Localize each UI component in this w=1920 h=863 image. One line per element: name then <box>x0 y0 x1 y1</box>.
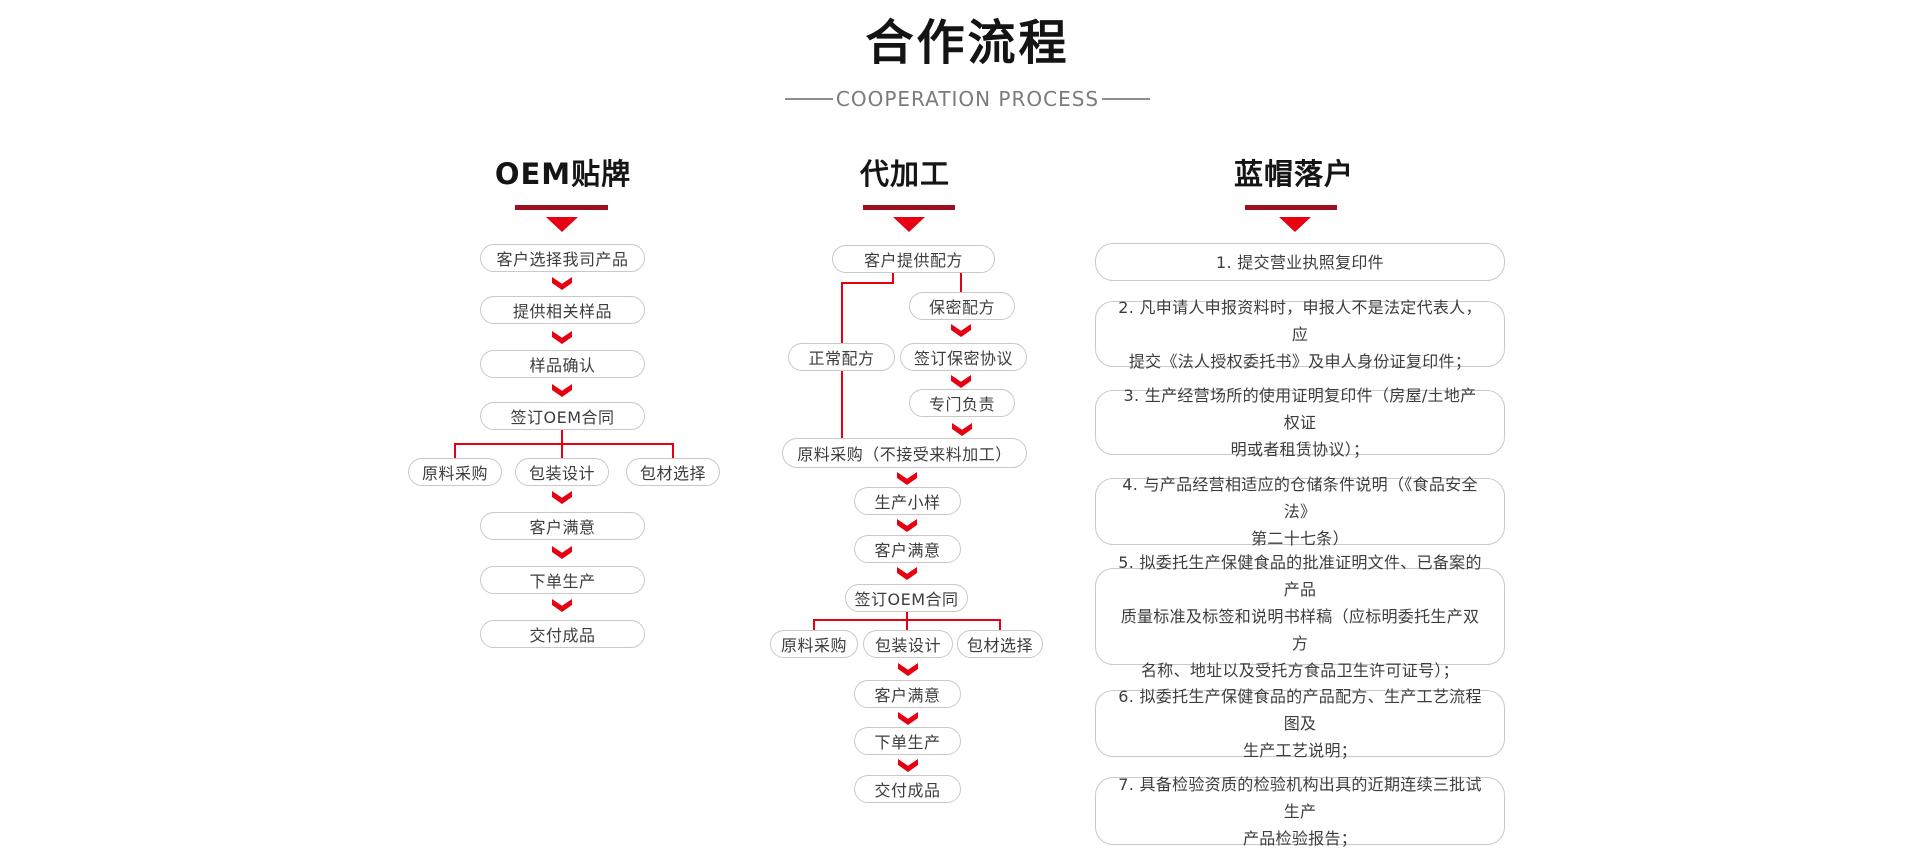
chevron-down-icon <box>552 384 572 397</box>
chevron-down-icon <box>951 375 971 388</box>
column-title-processing: 代加工 <box>859 157 950 191</box>
flow-node: 交付成品 <box>854 775 961 803</box>
connector-line <box>906 611 908 631</box>
chevron-down-icon <box>898 663 918 676</box>
flow-node: 样品确认 <box>480 350 645 378</box>
flow-node: 正常配方 <box>788 343 895 371</box>
chevron-down-icon <box>897 519 917 532</box>
flow-node: 包装设计 <box>863 630 953 658</box>
flow-node: 下单生产 <box>480 566 645 594</box>
flow-node: 专门负责 <box>909 389 1015 417</box>
requirement-item: 7. 具备检验资质的检验机构出具的近期连续三批试生产 产品检验报告； <box>1095 775 1505 848</box>
title-underline-bar <box>1245 205 1337 210</box>
flow-node: 客户满意 <box>854 535 961 563</box>
connector-line <box>454 443 674 445</box>
triangle-down-icon <box>546 217 578 232</box>
chevron-down-icon <box>898 759 918 772</box>
requirement-item: 2. 凡申请人申报资料时，申报人不是法定代表人，应 提交《法人授权委托书》及申人… <box>1095 298 1505 371</box>
flow-node: 生产小样 <box>854 487 961 515</box>
flow-node: 客户提供配方 <box>832 245 995 273</box>
chevron-down-icon <box>552 599 572 612</box>
flow-node: 客户选择我司产品 <box>480 244 645 272</box>
flow-node: 包材选择 <box>626 458 720 486</box>
requirement-item: 4. 与产品经营相适应的仓储条件说明（《食品安全法》 第二十七条） <box>1095 475 1505 548</box>
connector-line <box>960 272 962 293</box>
flow-node: 保密配方 <box>909 292 1015 320</box>
flow-node: 包装设计 <box>515 458 609 486</box>
page-subtitle-text: COOPERATION PROCESS <box>835 87 1100 111</box>
flow-node: 下单生产 <box>854 727 961 755</box>
flow-node: 包材选择 <box>957 630 1043 658</box>
chevron-down-icon <box>897 567 917 580</box>
flow-node: 原料采购（不接受来料加工） <box>782 438 1027 468</box>
connector-line <box>813 619 815 632</box>
connector-line <box>454 443 456 459</box>
chevron-down-icon <box>552 546 572 559</box>
requirement-item: 1. 提交营业执照复印件 <box>1095 243 1505 281</box>
flow-node: 客户满意 <box>854 680 961 708</box>
chevron-down-icon <box>552 277 572 290</box>
chevron-down-icon <box>898 712 918 725</box>
flow-node: 签订OEM合同 <box>480 402 645 430</box>
chevron-down-icon <box>951 324 971 337</box>
flow-node: 提供相关样品 <box>480 296 645 324</box>
title-underline-bar <box>863 205 955 210</box>
requirement-item: 3. 生产经营场所的使用证明复印件（房屋/土地产权证 明或者租赁协议）； <box>1095 386 1505 459</box>
chevron-down-icon <box>952 423 972 436</box>
flow-node: 签订保密协议 <box>900 343 1027 371</box>
chevron-down-icon <box>552 491 572 504</box>
connector-line <box>841 282 894 284</box>
subtitle-left-dash-icon <box>784 98 833 100</box>
chevron-down-icon <box>897 472 917 485</box>
flow-node: 原料采购 <box>408 458 502 486</box>
triangle-down-icon <box>893 217 925 232</box>
requirement-item: 5. 拟委托生产保健食品的批准证明文件、已备案的产品 质量标准及标签和说明书样稿… <box>1095 553 1505 680</box>
column-title-bluecap: 蓝帽落户 <box>1233 157 1354 191</box>
title-underline-bar <box>515 205 608 210</box>
connector-line <box>813 619 1001 621</box>
subtitle-right-dash-icon <box>1102 98 1151 100</box>
connector-line <box>892 272 894 284</box>
column-title-oem: OEM贴牌 <box>494 157 632 191</box>
flow-node: 原料采购 <box>770 630 858 658</box>
page-title: 合作流程 <box>865 15 1070 71</box>
page-subtitle: COOPERATION PROCESS <box>710 86 1225 112</box>
connector-line <box>672 443 674 459</box>
requirement-item: 6. 拟委托生产保健食品的产品配方、生产工艺流程图及 生产工艺说明； <box>1095 687 1505 760</box>
flow-node: 客户满意 <box>480 512 645 540</box>
flow-node: 交付成品 <box>480 620 645 648</box>
triangle-down-icon <box>1279 217 1311 232</box>
chevron-down-icon <box>552 331 572 344</box>
flow-node: 签订OEM合同 <box>845 584 968 612</box>
connector-line <box>999 619 1001 632</box>
